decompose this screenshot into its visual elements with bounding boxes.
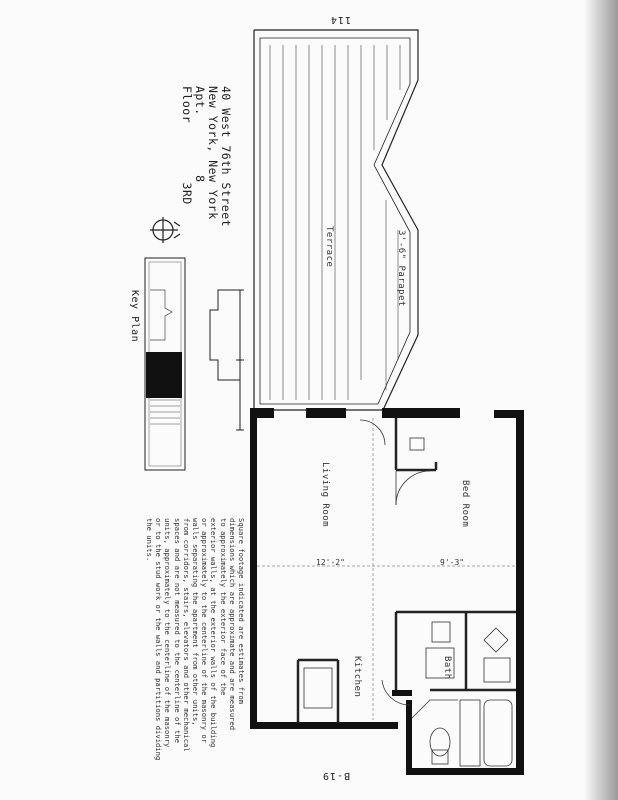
note-line: exterior walls, at the exterior walls of… xyxy=(209,518,219,748)
terrace-label: Terrace xyxy=(324,226,334,268)
living-width-dim: 12'-2" xyxy=(316,558,345,567)
parapet-label: 3'-6" Parapet xyxy=(396,230,406,307)
door-swings xyxy=(359,419,431,706)
note-line: from corridors, stairs, elevators and ot… xyxy=(181,518,191,752)
note-line: or to the stud work or the walls and par… xyxy=(154,518,164,761)
bed-width-dim: 9'-3" xyxy=(440,558,465,567)
scan-edge-shadow xyxy=(584,0,618,800)
note-line: the units. xyxy=(144,518,154,562)
note-line: spaces and are not measured to the cente… xyxy=(172,518,182,744)
key-plan-label: Key Plan xyxy=(129,290,140,343)
note-line: or approximately to the centerline of th… xyxy=(200,518,210,744)
note-line: Square footage indicated are estimates f… xyxy=(237,518,246,705)
terrace-outline xyxy=(253,29,419,411)
north-arrow-icon xyxy=(150,217,181,243)
key-plan-graphic xyxy=(144,257,186,471)
address-street: 40 West 76th Street xyxy=(219,86,233,228)
apt-label: Apt. xyxy=(193,86,207,116)
parapet-inner xyxy=(259,37,411,405)
note-line: walls separating the apartment from othe… xyxy=(190,518,200,726)
note-line: to approximately the exterior face of th… xyxy=(218,518,228,696)
bath-fixtures xyxy=(411,699,513,767)
address-apt: Apt. 8 xyxy=(193,86,207,227)
address-city: New York, New York xyxy=(206,86,220,220)
exterior-walls xyxy=(250,408,524,775)
bottom-page-number: B-19 xyxy=(322,770,351,781)
address-floor: Floor 3RD xyxy=(180,86,194,227)
interior-partitions xyxy=(296,418,516,722)
bath-label: Bath xyxy=(442,656,452,680)
floor-label: Floor xyxy=(180,86,194,124)
square-footage-note: Square footage indicated are estimates f… xyxy=(145,518,246,760)
kitchen-label: Kitchen xyxy=(352,656,362,698)
dimension-lines xyxy=(257,418,516,720)
floor-value: 3RD xyxy=(180,182,194,205)
note-line: units, approximately to the centerline o… xyxy=(163,518,173,748)
living-room-label: Living Room xyxy=(320,462,330,528)
scale-bar xyxy=(209,289,244,431)
note-line: dimensions which are approximate and are… xyxy=(227,518,237,731)
address-block: 40 West 76th Street New York, New York A… xyxy=(180,86,233,228)
bed-room-label: Bed Room xyxy=(460,480,470,528)
top-page-number: 114 xyxy=(330,14,352,25)
terrace-paving-lines xyxy=(269,45,401,400)
kitchen-fixtures xyxy=(303,437,511,709)
apt-value: 8 xyxy=(193,175,207,183)
